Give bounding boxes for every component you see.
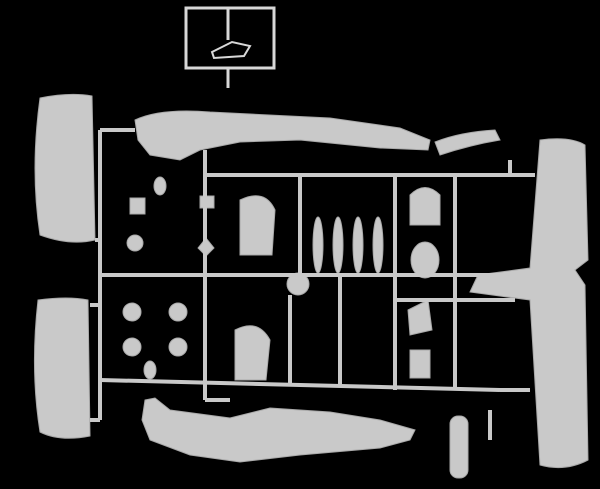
- small-part: [409, 349, 431, 379]
- small-block-part: [129, 197, 146, 215]
- nose-part: [153, 176, 167, 196]
- wheel-part: [126, 234, 144, 252]
- small-part-bottom: [449, 415, 469, 479]
- lower-wing-right: [469, 138, 589, 469]
- wing-part-lower-left: [33, 297, 91, 439]
- fin-part-upper: [239, 195, 276, 256]
- propeller-blade: [352, 216, 364, 274]
- wheel-part: [168, 337, 188, 357]
- wheel-part: [122, 302, 142, 322]
- small-part: [407, 299, 433, 336]
- canopy-cover-part: [434, 129, 501, 156]
- seat-part: [410, 241, 440, 279]
- fuselage-half-bottom: [141, 397, 416, 463]
- fin-part-lower: [234, 325, 271, 381]
- propeller-blade: [372, 216, 384, 274]
- wheel-part: [168, 302, 188, 322]
- propeller-blade: [332, 216, 344, 274]
- nose-part: [143, 360, 157, 380]
- sprue-frame: [90, 128, 535, 440]
- clear-canopy-sprue: [184, 6, 276, 88]
- fuselage-half-top: [134, 110, 431, 161]
- seat-part: [409, 187, 441, 226]
- propeller-blade: [312, 216, 324, 274]
- wheel-part: [122, 337, 142, 357]
- wing-part-upper-left: [34, 93, 96, 243]
